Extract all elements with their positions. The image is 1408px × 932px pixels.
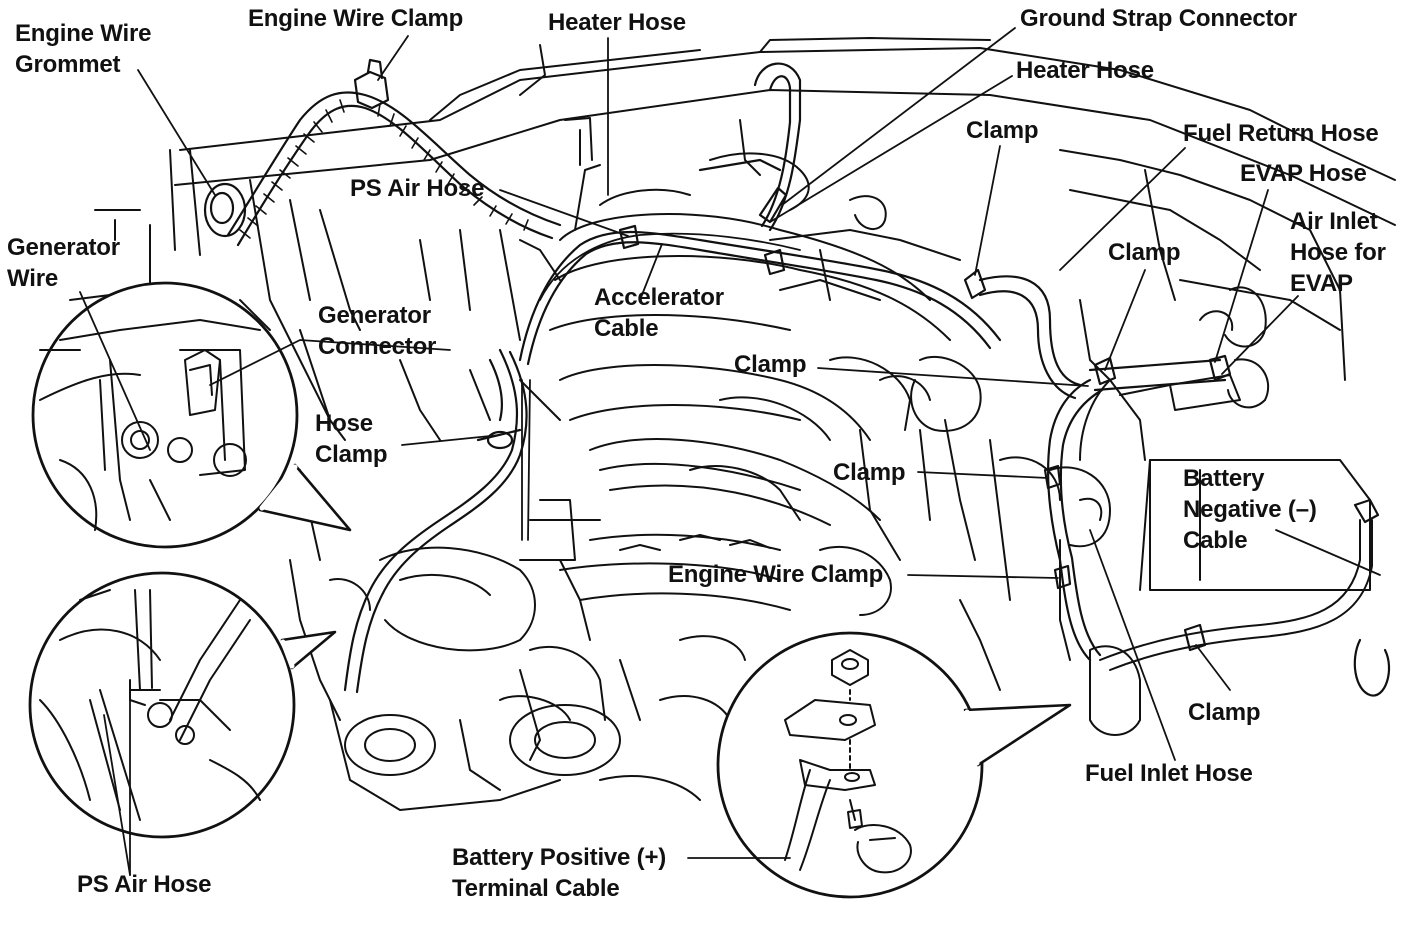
- label-battery-negative-cable: Battery Negative (–) Cable: [1183, 463, 1317, 556]
- label-line: Wire: [7, 265, 58, 292]
- label-generator-connector: Generator Connector: [318, 300, 436, 362]
- label-line: Battery: [1183, 465, 1265, 492]
- label-evap-hose: EVAP Hose: [1240, 160, 1367, 187]
- label-line: Clamp: [315, 441, 388, 468]
- label-line: Hose: [315, 410, 373, 437]
- label-engine-wire-clamp-bottom: Engine Wire Clamp: [668, 561, 884, 588]
- label-line: Terminal Cable: [452, 875, 620, 902]
- intake-manifold: [519, 117, 1111, 616]
- label-hose-clamp: Hose Clamp: [315, 408, 388, 470]
- label-clamp-lower-center: Clamp: [833, 459, 906, 486]
- detail-ps-air-hose: [28, 571, 337, 839]
- label-ground-strap-connector: Ground Strap Connector: [1020, 5, 1297, 32]
- label-heater-hose-top: Heater Hose: [548, 9, 686, 36]
- label-line: EVAP: [1290, 270, 1353, 297]
- label-line: Battery Positive (+): [452, 844, 667, 871]
- label-engine-wire-grommet: Engine Wire Grommet: [15, 18, 151, 80]
- label-fuel-inlet-hose: Fuel Inlet Hose: [1085, 760, 1253, 787]
- label-line: Negative (–): [1183, 496, 1317, 523]
- label-clamp-upper: Clamp: [966, 117, 1039, 144]
- label-battery-positive-cable: Battery Positive (+) Terminal Cable: [452, 842, 666, 904]
- label-line: Cable: [1183, 527, 1248, 554]
- label-line: Engine Wire: [15, 20, 152, 47]
- label-clamp-center: Clamp: [734, 351, 807, 378]
- detail-battery-positive: [716, 631, 1072, 899]
- label-generator-wire: Generator Wire: [7, 232, 120, 294]
- label-line: Grommet: [15, 51, 121, 78]
- leader-lines: [79, 27, 1381, 876]
- hoses: [518, 62, 1390, 697]
- label-engine-wire-clamp-top: Engine Wire Clamp: [248, 5, 464, 32]
- detail-generator-connector: [31, 281, 352, 549]
- engine-wire-harness: [203, 58, 562, 694]
- label-line: Connector: [318, 333, 437, 360]
- label-fuel-return-hose: Fuel Return Hose: [1183, 120, 1379, 147]
- label-line: Hose for: [1290, 239, 1386, 266]
- label-line: Accelerator: [594, 284, 724, 311]
- label-line: Cable: [594, 315, 659, 342]
- label-line: Air Inlet: [1290, 208, 1378, 235]
- label-accelerator-cable: Accelerator Cable: [594, 282, 724, 344]
- lower-engine: [329, 539, 1141, 811]
- label-ps-air-hose-bottom: PS Air Hose: [77, 871, 212, 898]
- label-clamp-bottom-right: Clamp: [1188, 699, 1261, 726]
- label-line: Generator: [7, 234, 120, 261]
- label-air-inlet-hose-evap: Air Inlet Hose for EVAP: [1290, 206, 1386, 299]
- label-heater-hose-right: Heater Hose: [1016, 57, 1154, 84]
- label-ps-air-hose-top: PS Air Hose: [350, 175, 485, 202]
- label-clamp-mid-right: Clamp: [1108, 239, 1181, 266]
- label-line: Generator: [318, 302, 431, 329]
